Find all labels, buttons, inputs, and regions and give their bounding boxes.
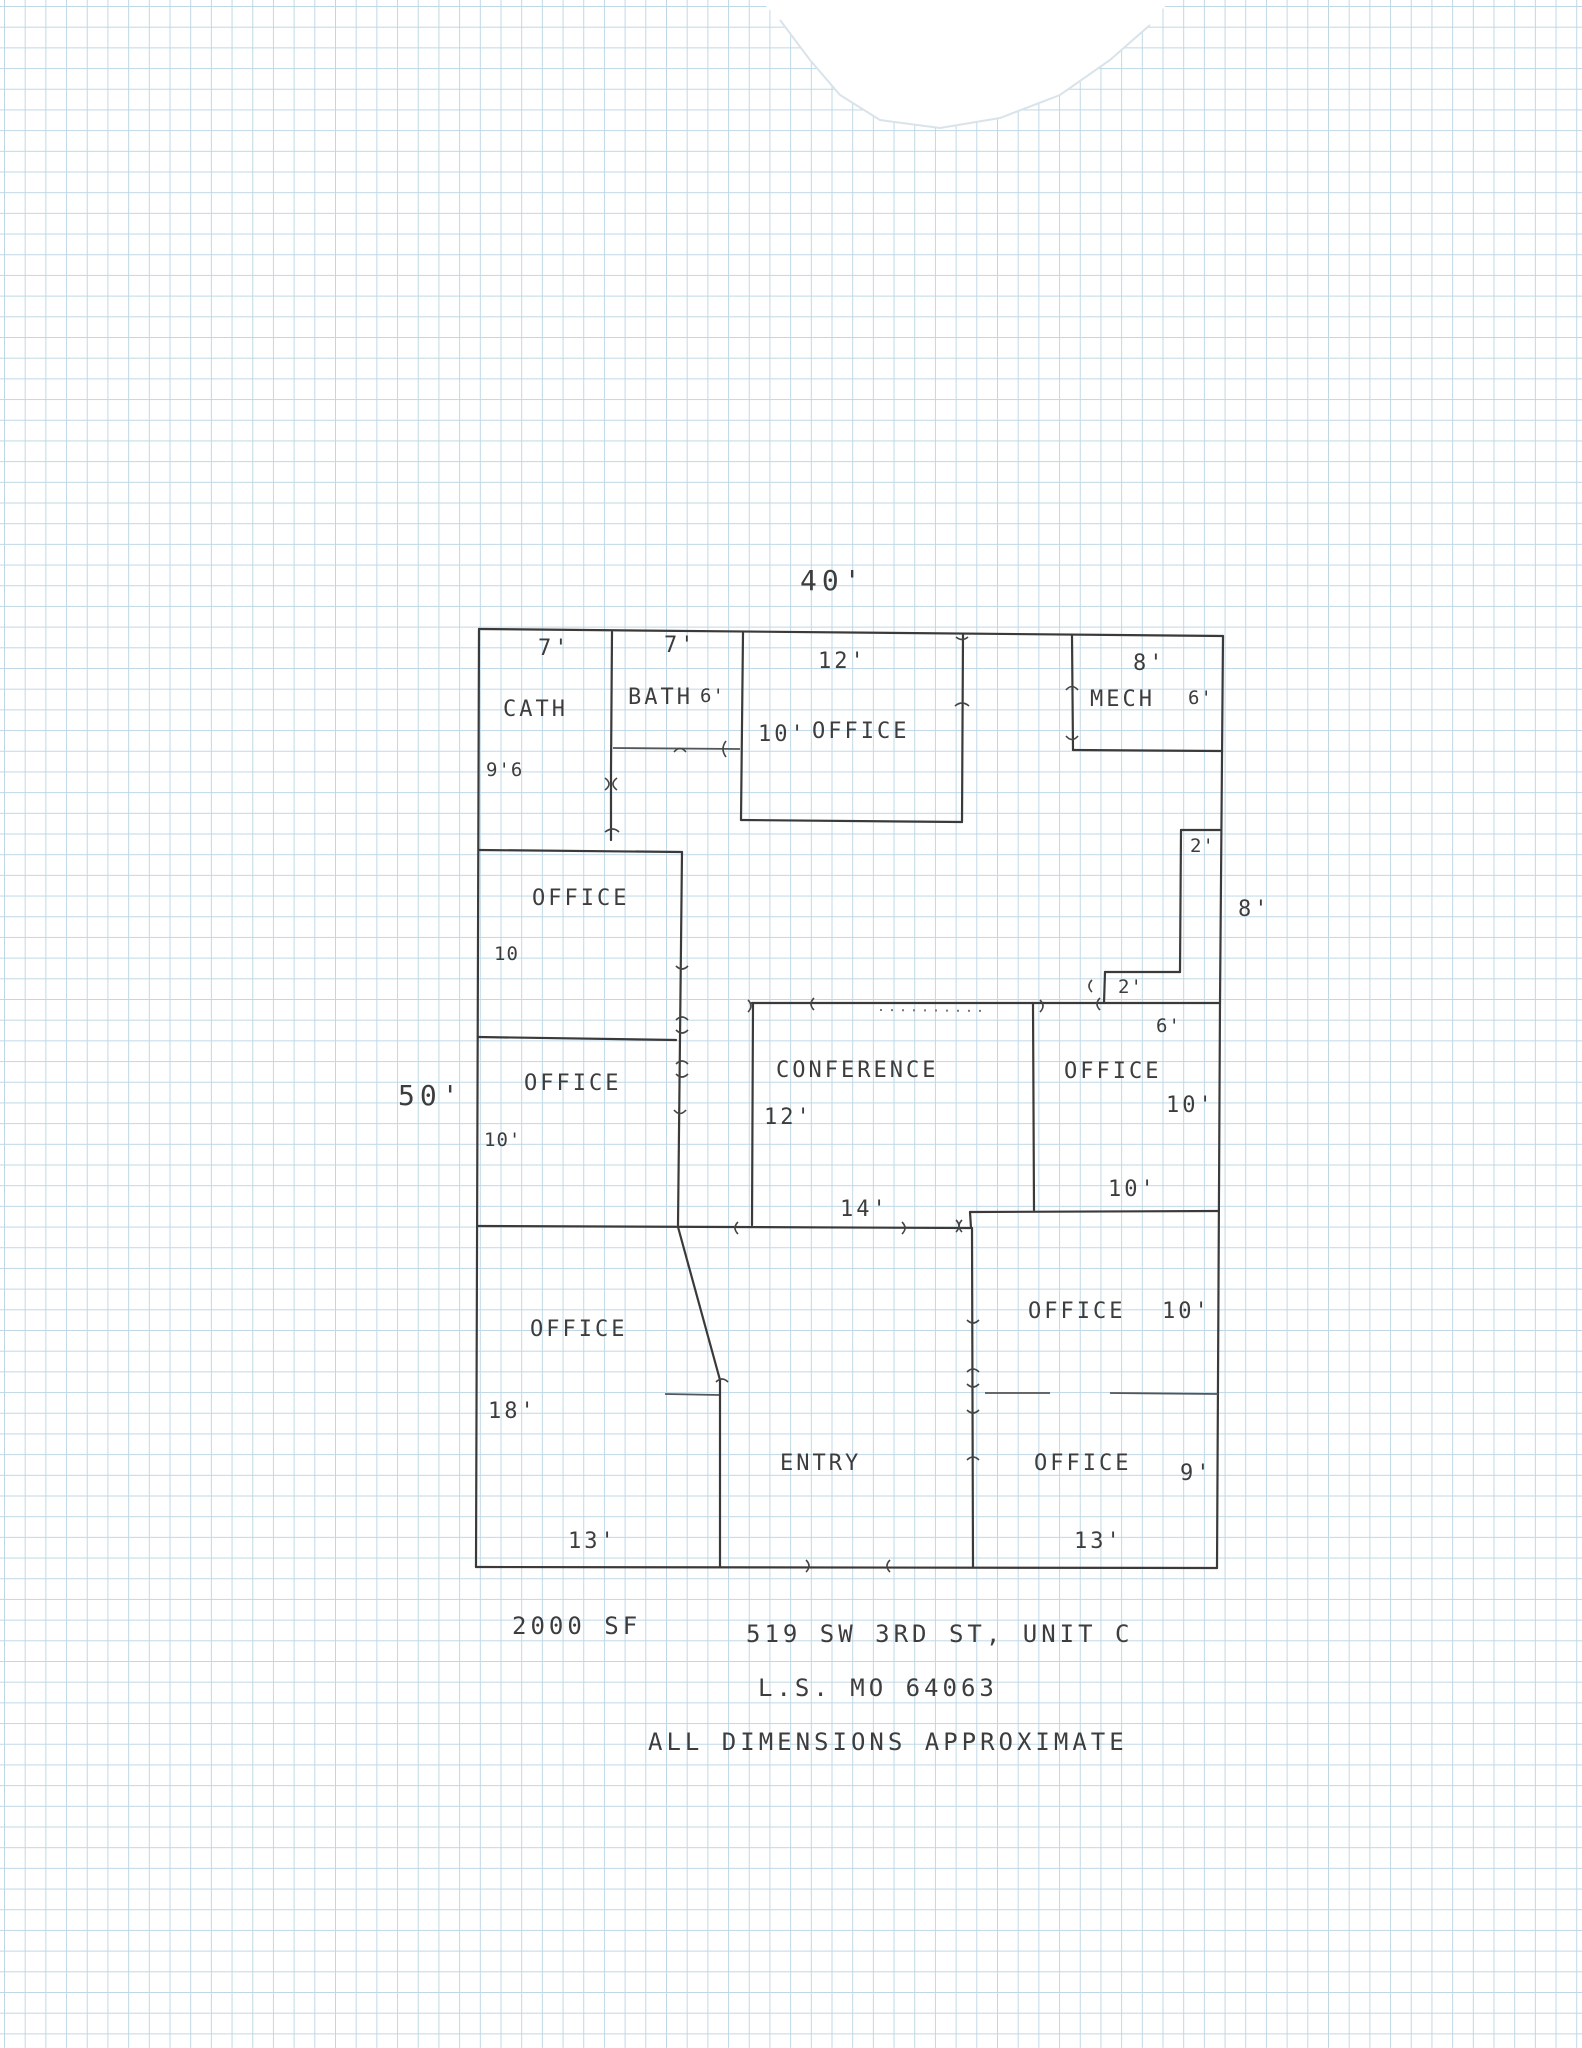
bath-right-name: BATH xyxy=(628,685,693,710)
office-top-name: OFFICE xyxy=(812,719,909,744)
office-left-bottom-name: OFFICE xyxy=(530,1317,627,1342)
office-left-mid-name: OFFICE xyxy=(524,1071,621,1096)
conference-width: 14' xyxy=(840,1197,889,1222)
overall-depth-label: 50' xyxy=(398,1079,464,1112)
mech-depth: 6' xyxy=(1188,687,1213,709)
office-left-upper-name: OFFICE xyxy=(532,886,629,911)
top-partitions xyxy=(477,630,1224,1005)
bath-left-width: 7' xyxy=(538,636,571,661)
right-jog-top: 2' xyxy=(1190,835,1215,857)
conference-name: CONFERENCE xyxy=(776,1058,938,1083)
middle-partitions xyxy=(476,850,1222,1230)
mech-name: MECH xyxy=(1090,687,1155,712)
office-right-bottom-name: OFFICE xyxy=(1034,1451,1131,1476)
right-jog-bottom: 2' xyxy=(1118,976,1143,998)
bath-left-depth: 9'6 xyxy=(486,759,523,781)
disclaimer-note: ALL DIMENSIONS APPROXIMATE xyxy=(648,1728,1128,1756)
area-note: 2000 SF xyxy=(512,1612,641,1640)
address-line1: 519 SW 3RD ST, UNIT C xyxy=(746,1620,1133,1648)
office-right-bottom-depth: 9' xyxy=(1180,1461,1213,1486)
bottom-partitions xyxy=(664,1225,1219,1569)
office-right-lower-name: OFFICE xyxy=(1028,1299,1125,1324)
mech-width: 8' xyxy=(1133,651,1166,676)
bath-right-width: 7' xyxy=(664,633,697,658)
office-right-bottom-width: 13' xyxy=(1074,1529,1123,1554)
bath-left-name: CATH xyxy=(503,697,568,722)
overall-width-label: 40' xyxy=(800,564,866,597)
office-left-mid-depth: 10' xyxy=(484,1129,521,1151)
office-top-depth: 10' xyxy=(758,722,807,747)
outer-walls xyxy=(474,627,1225,1570)
office-right-mid-top: 6' xyxy=(1156,1015,1181,1037)
office-top-width: 12' xyxy=(818,649,867,674)
office-right-mid-depth: 10' xyxy=(1166,1093,1215,1118)
conference-depth: 12' xyxy=(764,1105,813,1130)
office-left-bottom-width: 13' xyxy=(568,1529,617,1554)
office-right-mid-width: 10' xyxy=(1108,1177,1157,1202)
office-left-bottom-depth: 18' xyxy=(488,1399,537,1424)
office-right-lower-depth: 10' xyxy=(1162,1299,1211,1324)
office-left-upper-depth: 10 xyxy=(494,943,519,965)
door-swings xyxy=(604,636,1101,1573)
right-wall-length: 8' xyxy=(1238,897,1271,922)
entry-name: ENTRY xyxy=(780,1451,861,1476)
address-line2: L.S. MO 64063 xyxy=(758,1674,998,1702)
bath-right-depth: 6' xyxy=(700,685,725,707)
office-right-mid-name: OFFICE xyxy=(1064,1059,1161,1084)
